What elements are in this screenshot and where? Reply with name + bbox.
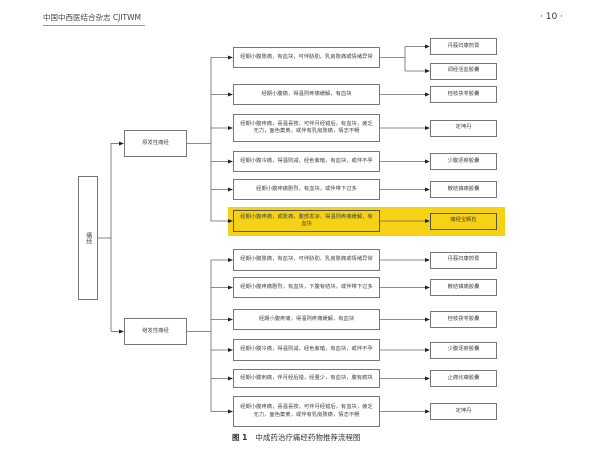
arrow-head xyxy=(425,92,430,97)
symptom-box: 经期小腹冷痛，得温则减，经色紫暗，有血块，或伴不孕 xyxy=(233,339,380,361)
drug-box: 少腹逐瘀胶囊 xyxy=(430,341,497,359)
arrow-head xyxy=(425,219,430,223)
arrow-head xyxy=(425,258,430,262)
arrow-head xyxy=(228,126,233,130)
drug-box: 丹莪妇康煎膏 xyxy=(430,38,497,55)
symptom-box: 经期小腹痛，得温则疼痛缓解，有血块 xyxy=(233,84,380,105)
symptom-box-text: 经期小腹刺痛，伴月经后错，经量少，有血块，腹有瘕块 xyxy=(240,374,373,381)
primary-category-box: 原发性痛经 xyxy=(124,130,187,157)
arrow-head xyxy=(425,126,430,130)
arrow-head xyxy=(425,409,430,414)
drug-box: 调经活血胶囊 xyxy=(430,62,497,80)
arrow-head xyxy=(228,187,233,192)
arrow-head xyxy=(228,409,233,414)
arrow-head xyxy=(119,141,124,146)
arrow-head xyxy=(425,317,430,322)
drug-box-text: 散结镇痛胶囊 xyxy=(447,185,480,192)
arrow-head xyxy=(425,159,430,164)
arrow-head xyxy=(228,348,233,352)
arrow-head xyxy=(425,187,430,192)
symptom-box-text: 经期小腹冷痛，得温则减，经色紫暗，有血块，或伴不孕 xyxy=(240,346,373,353)
drug-box: 桂枝茯苓胶囊 xyxy=(430,311,497,328)
figure-label: 图 1 xyxy=(232,433,248,442)
symptom-box-text: 经期小腹疼痛，喜温喜按，可伴月经错后，有血块，疲乏无力，面色萎黄，或伴有乳房胀痛… xyxy=(240,120,373,135)
arrow-head xyxy=(425,348,430,352)
primary-category-box-text: 原发性痛经 xyxy=(142,139,169,146)
root-box-dysmenorrhea: 痛经 xyxy=(78,176,98,300)
drug-box-text: 定坤丹 xyxy=(455,124,472,131)
arrow-head xyxy=(228,285,233,290)
symptom-box: 经期小腹疼痛，或胀痛，腹部发凉，得温则疼痛缓解，有血块 xyxy=(233,210,380,232)
symptom-box-text: 经期小腹痛，得温则疼痛缓解，有血块 xyxy=(261,90,352,97)
drug-box-text: 桂枝茯苓胶囊 xyxy=(447,315,480,322)
symptom-box: 经期小腹胀痛，有血块，可伴胁肋、乳房胀痛或情绪异常 xyxy=(233,47,380,68)
drug-box-text: 定坤丹 xyxy=(455,407,472,414)
symptom-box: 经期小腹疼痛剧烈，有血块，下腹有结块，或伴带下过多 xyxy=(233,277,380,298)
secondary-category-box: 继发性痛经 xyxy=(124,318,187,345)
drug-box: 桂枝茯苓胶囊 xyxy=(430,86,497,103)
symptom-box: 经期小腹疼痛，喜温喜按，可伴月经错后，有血块，疲乏无力，面色萎黄，或伴有乳房胀痛… xyxy=(233,114,380,142)
arrow-head xyxy=(228,317,233,322)
page-number: · 10 · xyxy=(540,12,563,22)
drug-box-text: 丹莪妇康煎膏 xyxy=(447,256,480,263)
secondary-category-box-text: 继发性痛经 xyxy=(142,327,169,334)
drug-box-text: 丹莪妇康煎膏 xyxy=(447,42,480,49)
drug-box-text: 少腹逐瘀胶囊 xyxy=(447,346,480,353)
symptom-box-text: 经期小腹胀痛，有血块，可伴胁肋、乳房胀痛或情绪异常 xyxy=(240,256,373,263)
drug-box: 少腹逐瘀胶囊 xyxy=(430,153,497,170)
drug-box: 痛经宝颗粒 xyxy=(430,212,497,230)
drug-box: 止痛化癥胶囊 xyxy=(430,370,497,387)
drug-box: 定坤丹 xyxy=(430,119,497,137)
arrow-head xyxy=(228,159,233,164)
arrow-head xyxy=(228,376,233,381)
figure-title: 中成药治疗痛经药物推荐流程图 xyxy=(255,433,361,442)
figure-caption: 图 1 中成药治疗痛经药物推荐流程图 xyxy=(232,432,360,443)
drug-box-text: 痛经宝颗粒 xyxy=(450,217,477,224)
root-box-dysmenorrhea-text: 痛经 xyxy=(84,232,92,244)
symptom-box: 经期小腹疼痛，得温则疼痛缓解，有血块 xyxy=(233,309,380,330)
symptom-box: 经期小腹疼痛剧烈，有血块，或伴带下过多 xyxy=(233,179,380,200)
drug-box-text: 桂枝茯苓胶囊 xyxy=(447,90,480,97)
arrow-head xyxy=(425,285,430,290)
arrow-head xyxy=(228,55,233,60)
drug-box: 散结镇痛胶囊 xyxy=(430,279,497,296)
drug-box-text: 少腹逐瘀胶囊 xyxy=(447,157,480,164)
arrow-head xyxy=(425,69,430,73)
arrow-head xyxy=(119,329,124,334)
arrow-head xyxy=(425,44,430,49)
symptom-box: 经期小腹刺痛，伴月经后错，经量少，有血块，腹有瘕块 xyxy=(233,369,380,388)
symptom-box-text: 经期小腹疼痛，或胀痛，腹部发凉，得温则疼痛缓解，有血块 xyxy=(240,213,373,228)
journal-header: 中国中西医结合杂志 CJITWM xyxy=(43,12,145,26)
symptom-box-text: 经期小腹疼痛，喜温喜按，可伴月经错后，有血块，疲乏无力，面色萎黄，或伴有乳房胀痛… xyxy=(240,404,373,418)
arrow-head xyxy=(228,219,233,223)
drug-box: 散结镇痛胶囊 xyxy=(430,181,497,198)
drug-box: 丹莪妇康煎膏 xyxy=(430,251,497,269)
drug-box-text: 散结镇痛胶囊 xyxy=(447,283,480,290)
symptom-box-text: 经期小腹疼痛剧烈，有血块，下腹有结块，或伴带下过多 xyxy=(240,283,373,290)
symptom-box: 经期小腹冷痛，得温则减，经色紫暗，有血块，或伴不孕 xyxy=(233,151,380,172)
arrow-head xyxy=(425,376,430,381)
drug-box-text: 止痛化癥胶囊 xyxy=(447,374,480,381)
drug-box-text: 调经活血胶囊 xyxy=(447,67,480,74)
arrow-head xyxy=(228,258,233,262)
symptom-box-text: 经期小腹胀痛，有血块，可伴胁肋、乳房胀痛或情绪异常 xyxy=(240,53,373,60)
symptom-box-text: 经期小腹疼痛剧烈，有血块，或伴带下过多 xyxy=(256,185,357,192)
arrow-head xyxy=(228,92,233,97)
symptom-box: 经期小腹胀痛，有血块，可伴胁肋、乳房胀痛或情绪异常 xyxy=(233,249,380,271)
drug-box: 定坤丹 xyxy=(430,403,497,420)
symptom-box-text: 经期小腹疼痛，得温则疼痛缓解，有血块 xyxy=(258,315,355,322)
symptom-box: 经期小腹疼痛，喜温喜按，可伴月经错后，有血块，疲乏无力，面色萎黄，或伴有乳房胀痛… xyxy=(233,396,380,427)
symptom-box-text: 经期小腹冷痛，得温则减，经色紫暗，有血块，或伴不孕 xyxy=(240,157,373,164)
